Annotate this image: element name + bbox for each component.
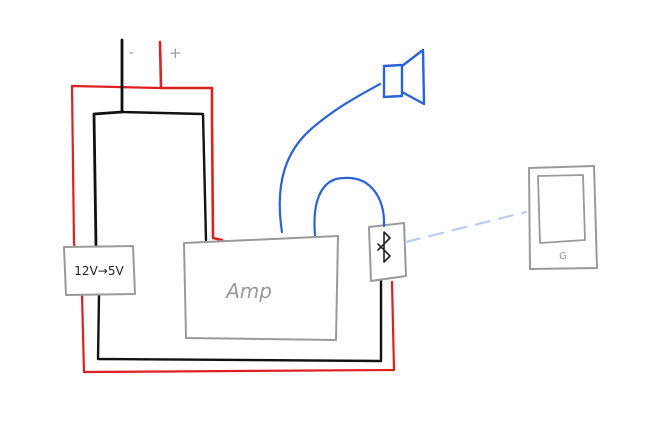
ground-wire-upper — [120, 110, 208, 242]
smartphone-home-button: G — [559, 251, 567, 262]
negative-wire — [92, 38, 124, 248]
smartphone: G — [528, 165, 598, 270]
positive-wire — [158, 40, 224, 242]
ground-wire-bottom — [96, 279, 383, 363]
positive-terminal-label: + — [169, 44, 182, 62]
wireless-link — [404, 210, 528, 244]
voltage-converter: 12V→5V — [63, 245, 136, 296]
negative-terminal-label: - — [129, 45, 134, 61]
bluetooth-module — [368, 222, 407, 282]
voltage-converter-label: 12V→5V — [74, 264, 124, 278]
speaker-icon — [382, 48, 426, 106]
speaker-audio-wire — [278, 82, 382, 234]
amplifier: Amp — [183, 235, 339, 341]
bluetooth-audio-wire — [313, 176, 386, 237]
positive-wire-bottom — [80, 280, 396, 374]
bluetooth-icon — [377, 231, 391, 263]
amplifier-label: Amp — [224, 279, 272, 303]
smartphone-screen — [537, 174, 586, 244]
positive-wire-left — [70, 84, 162, 250]
speaker — [382, 48, 426, 106]
